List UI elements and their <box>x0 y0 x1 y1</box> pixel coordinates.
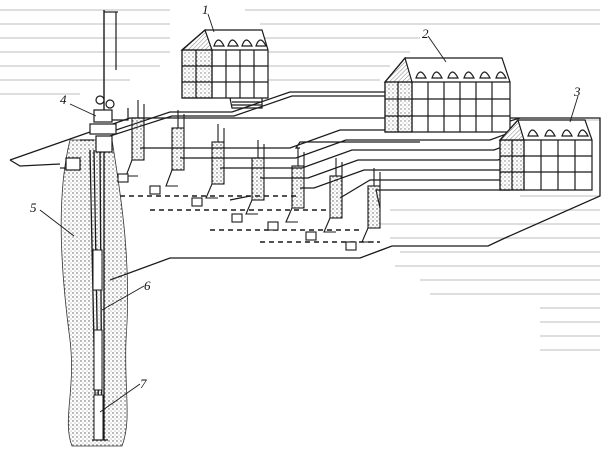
callout-6: 6 <box>144 278 151 293</box>
separator-unit <box>267 148 305 231</box>
separator-unit <box>231 140 265 223</box>
callout-7: 7 <box>140 376 147 391</box>
borehole <box>60 139 129 447</box>
separator-unit <box>149 110 185 195</box>
greenhouse-3 <box>498 118 593 191</box>
separator-unit <box>117 100 145 183</box>
callout-1: 1 <box>202 2 209 17</box>
separator-unit <box>345 168 381 251</box>
leader-lines <box>39 13 579 413</box>
greenhouse-1 <box>180 28 269 109</box>
ground-plane <box>9 117 601 281</box>
wellhead <box>60 10 129 171</box>
callouts: 1 2 3 4 5 6 7 <box>30 2 581 391</box>
separator-units <box>117 100 381 251</box>
callout-5: 5 <box>30 200 37 215</box>
separator-unit <box>305 158 343 241</box>
greenhouse-2 <box>383 56 511 133</box>
callout-3: 3 <box>573 84 581 99</box>
callout-4: 4 <box>60 92 67 107</box>
separator-unit <box>191 124 225 207</box>
callout-2: 2 <box>422 26 429 41</box>
drain-lines <box>120 195 380 243</box>
